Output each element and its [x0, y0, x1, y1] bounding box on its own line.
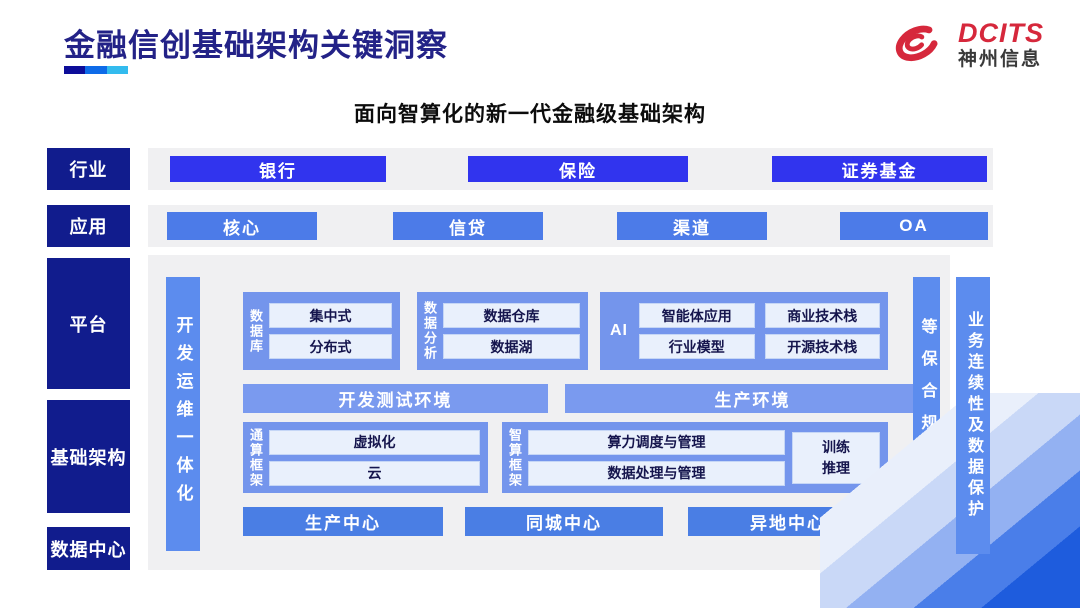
row-label-platform: 平台 — [47, 258, 130, 389]
row-label-datacenter: 数据中心 — [47, 527, 130, 570]
general-compute-item-virtualization: 虚拟化 — [269, 429, 480, 455]
ai-item-agent-app: 智能体应用 — [639, 303, 755, 328]
row-label-infrastructure: 基础架构 — [47, 400, 130, 513]
ai-group-label: AI — [610, 322, 628, 339]
underline-segment-dark — [64, 66, 86, 74]
database-item-distributed: 分布式 — [269, 334, 392, 359]
intelligent-compute-group-label: 智算框架 — [507, 427, 522, 488]
devtest-env-bar: 开发测试环境 — [243, 384, 548, 413]
application-item-oa: OA — [840, 212, 988, 240]
title-underline — [64, 66, 128, 74]
corner-diagonal-decoration — [820, 393, 1080, 608]
analytics-group-label: 数据分析 — [422, 301, 437, 361]
industry-item-insurance: 保险 — [468, 156, 688, 182]
analytics-item-datalake: 数据湖 — [443, 334, 580, 359]
logo-company-text: 神州信息 — [958, 48, 1043, 70]
diagram-subtitle: 面向智算化的新一代金融级基础架构 — [354, 103, 706, 126]
database-item-centralized: 集中式 — [269, 303, 392, 328]
underline-segment-medium — [85, 66, 107, 74]
business-continuity-bar: 业务连续性及数据保护 — [956, 277, 990, 554]
underline-segment-light — [106, 66, 128, 74]
general-compute-group: 通算框架 虚拟化 云 — [243, 422, 488, 493]
analytics-item-warehouse: 数据仓库 — [443, 303, 580, 328]
industry-item-bank: 银行 — [170, 156, 386, 182]
devops-vertical-bar: 开发运维一体化 — [166, 277, 200, 551]
row-label-application: 应用 — [47, 205, 130, 247]
logo-brand-text: DCITS — [958, 17, 1044, 48]
database-group-label: 数据库 — [248, 308, 263, 354]
application-item-core: 核心 — [167, 212, 317, 240]
general-compute-group-label: 通算框架 — [248, 427, 263, 488]
database-group: 数据库 集中式 分布式 — [243, 292, 400, 370]
row-label-industry: 行业 — [47, 148, 130, 190]
page-title: 金融信创基础架构关键洞察 — [64, 28, 448, 63]
center-same-city: 同城中心 — [465, 507, 663, 536]
dcits-swirl-icon — [890, 18, 948, 70]
center-production: 生产中心 — [243, 507, 443, 536]
industry-item-securities-fund: 证券基金 — [772, 156, 987, 182]
ai-group: AI 智能体应用 商业技术栈 行业模型 开源技术栈 — [600, 292, 888, 370]
application-item-channel: 渠道 — [617, 212, 767, 240]
intelligent-compute-item-data-processing: 数据处理与管理 — [528, 460, 785, 486]
analytics-group: 数据分析 数据仓库 数据湖 — [417, 292, 588, 370]
ai-item-opensource-stack: 开源技术栈 — [764, 334, 880, 359]
dcits-logo: DCITS 神州信息 — [890, 18, 1044, 70]
ai-item-industry-model: 行业模型 — [639, 334, 755, 359]
ai-item-commercial-stack: 商业技术栈 — [764, 303, 880, 328]
intelligent-compute-item-scheduling: 算力调度与管理 — [528, 429, 785, 455]
application-item-credit: 信贷 — [393, 212, 543, 240]
general-compute-item-cloud: 云 — [269, 460, 480, 486]
